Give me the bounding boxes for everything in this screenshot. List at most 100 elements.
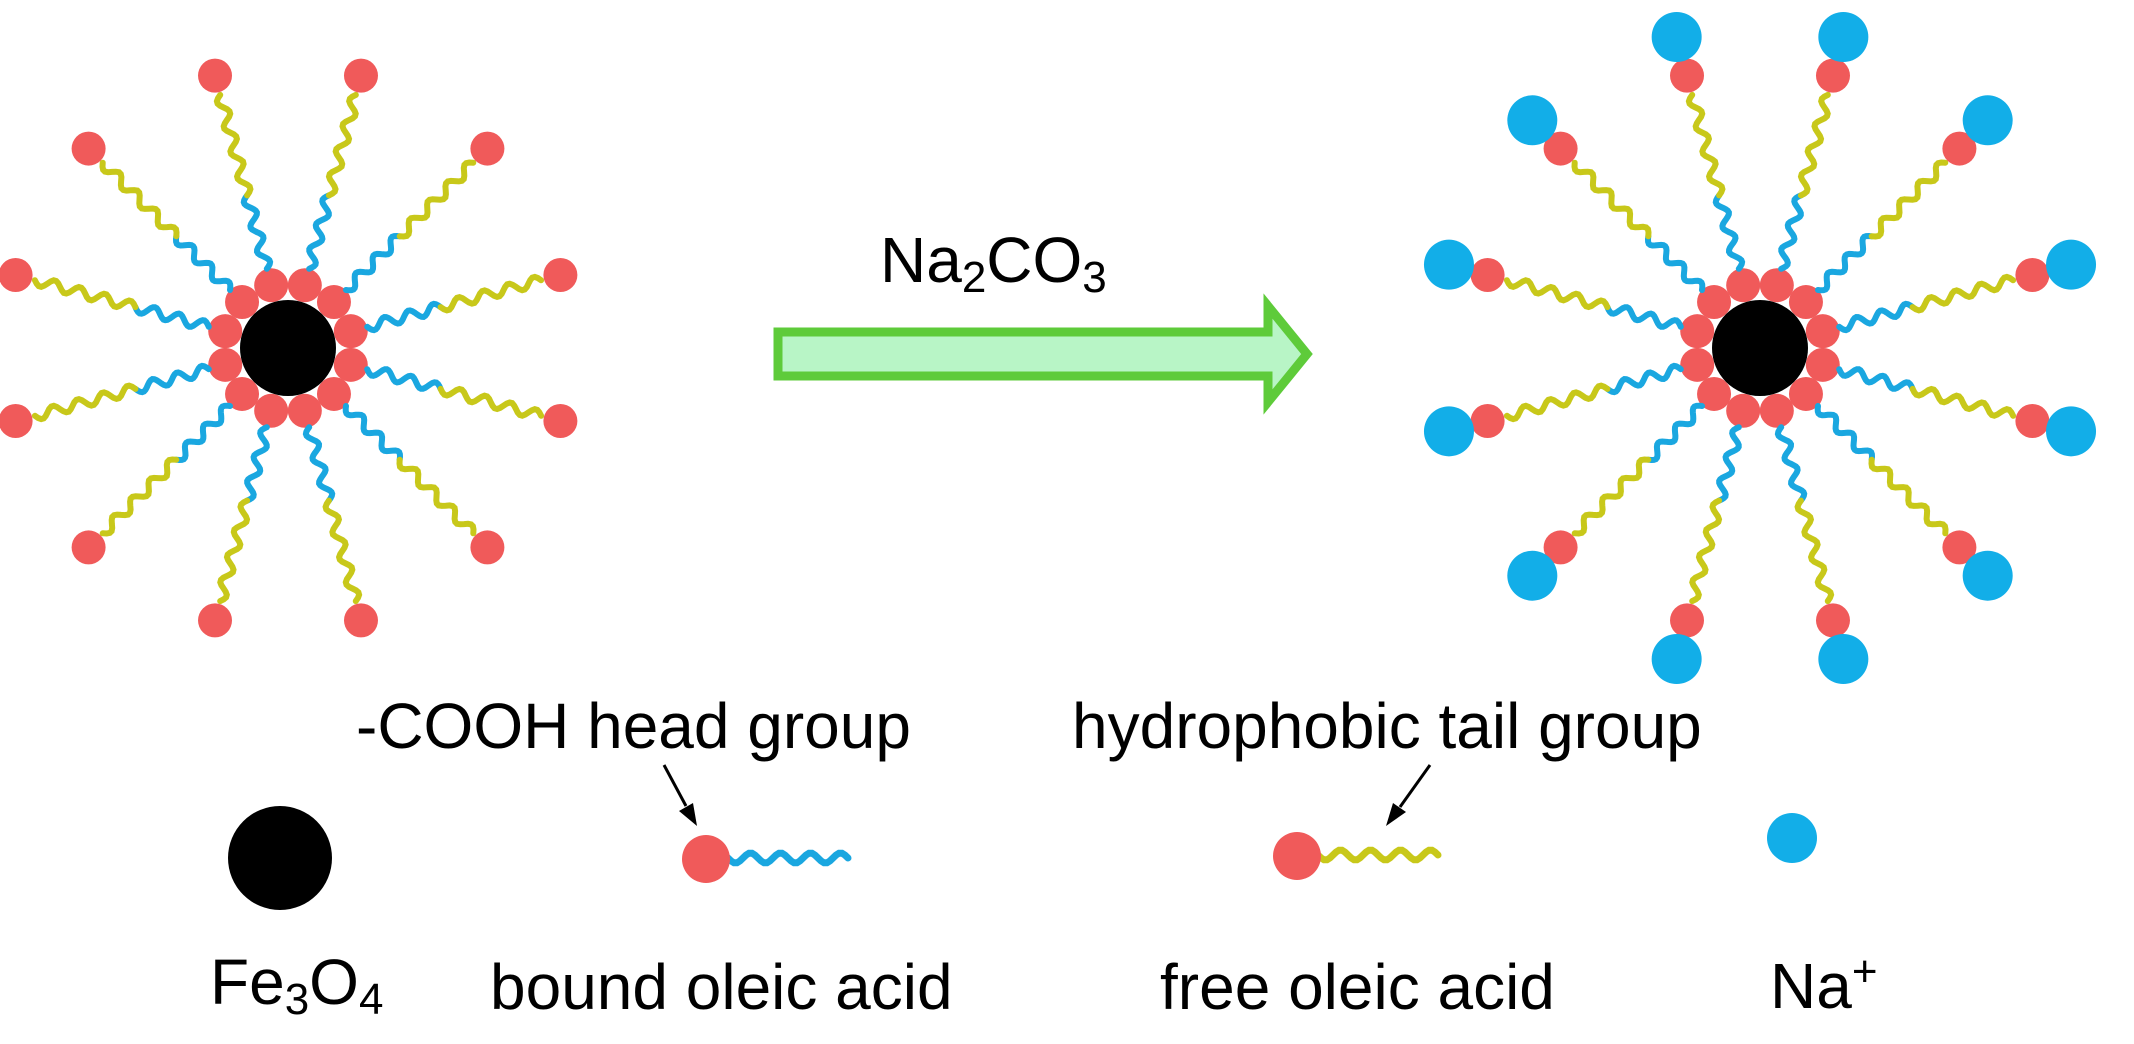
right-bound-tail-1 bbox=[1815, 232, 1875, 294]
left-free-head-8 bbox=[0, 403, 33, 438]
legend-bound-label: bound oleic acid bbox=[490, 951, 953, 1023]
left-free-head-9 bbox=[0, 258, 33, 293]
left-surface-head-3 bbox=[333, 347, 368, 382]
legend-na-label: Na+ bbox=[1770, 950, 1878, 1019]
left-bound-tail-3 bbox=[364, 366, 444, 392]
reaction-arrow bbox=[773, 293, 1313, 415]
left-free-tail-3 bbox=[437, 385, 545, 419]
fe3o4-nanoparticle-before bbox=[0, 58, 578, 638]
fe-sub-2: 4 bbox=[358, 975, 384, 1024]
right-bound-tail-4 bbox=[1814, 403, 1876, 463]
left-surface-head-10 bbox=[225, 285, 260, 320]
right-sodium-5 bbox=[1818, 634, 1869, 685]
left-free-tail-6 bbox=[217, 497, 251, 605]
left-bound-tail-6 bbox=[244, 424, 270, 504]
left-bound-tail-9 bbox=[132, 304, 212, 330]
right-bound-tail-10 bbox=[1644, 233, 1706, 293]
left-surface-head-0 bbox=[287, 268, 322, 303]
legend-sodium-icon bbox=[1767, 813, 1817, 863]
left-free-head-3 bbox=[543, 403, 578, 438]
right-bound-tail-11 bbox=[1712, 192, 1746, 272]
right-free-head-11 bbox=[1670, 58, 1705, 93]
right-surface-head-8 bbox=[1680, 347, 1715, 382]
right-free-head-1 bbox=[1942, 131, 1977, 166]
o-text: O bbox=[309, 946, 359, 1018]
left-bound-tail-11 bbox=[240, 192, 274, 272]
right-free-tail-10 bbox=[1571, 159, 1652, 240]
right-free-head-3 bbox=[2015, 403, 2050, 438]
left-core bbox=[240, 300, 336, 396]
right-free-head-6 bbox=[1670, 603, 1705, 638]
left-bound-tail-1 bbox=[343, 232, 403, 294]
right-sodium-0 bbox=[1818, 11, 1869, 62]
left-free-head-2 bbox=[543, 258, 578, 293]
legend-fe3o4-label: Fe3O4 bbox=[210, 950, 383, 1022]
left-free-head-4 bbox=[470, 530, 505, 565]
legend-free-tail-icon bbox=[1314, 846, 1442, 864]
right-sodium-10 bbox=[1507, 95, 1558, 146]
left-surface-head-2 bbox=[333, 314, 368, 349]
right-surface-head-2 bbox=[1805, 314, 1840, 349]
right-free-head-9 bbox=[1470, 258, 1505, 293]
left-free-head-7 bbox=[71, 530, 106, 565]
right-free-tail-5 bbox=[1794, 497, 1835, 605]
left-surface-head-8 bbox=[208, 347, 243, 382]
left-free-head-0 bbox=[343, 58, 378, 93]
right-surface-head-3 bbox=[1805, 347, 1840, 382]
tail-pointer-line bbox=[1398, 764, 1432, 808]
head-group-label: -COOH head group bbox=[356, 690, 911, 762]
right-surface-head-11 bbox=[1726, 268, 1761, 303]
left-surface-head-11 bbox=[254, 268, 289, 303]
right-surface-head-10 bbox=[1697, 285, 1732, 320]
left-bound-tail-4 bbox=[342, 403, 404, 463]
right-surface-head-1 bbox=[1788, 285, 1823, 320]
right-free-tail-9 bbox=[1503, 277, 1611, 311]
right-free-head-0 bbox=[1815, 58, 1850, 93]
right-free-head-2 bbox=[2015, 258, 2050, 293]
na-text: Na bbox=[1770, 950, 1852, 1022]
left-free-tail-5 bbox=[322, 497, 363, 605]
right-free-tail-6 bbox=[1689, 497, 1723, 605]
right-surface-head-9 bbox=[1680, 314, 1715, 349]
right-free-tail-8 bbox=[1503, 382, 1611, 423]
left-free-tail-8 bbox=[31, 382, 139, 423]
right-free-tail-4 bbox=[1868, 456, 1949, 537]
right-free-tail-7 bbox=[1571, 456, 1652, 537]
right-free-head-4 bbox=[1942, 530, 1977, 565]
right-sodium-2 bbox=[2046, 239, 2097, 290]
left-bound-tail-8 bbox=[132, 362, 212, 396]
right-free-head-5 bbox=[1815, 603, 1850, 638]
left-free-tail-10 bbox=[99, 159, 180, 240]
left-surface-head-1 bbox=[316, 285, 351, 320]
right-surface-head-0 bbox=[1759, 268, 1794, 303]
fe-text: Fe bbox=[210, 946, 285, 1018]
left-surface-head-5 bbox=[287, 393, 322, 428]
left-free-head-6 bbox=[198, 603, 233, 638]
legend-fe3o4-icon bbox=[228, 806, 332, 910]
reagent-sub-2: 3 bbox=[1082, 253, 1107, 302]
left-free-head-10 bbox=[71, 131, 106, 166]
right-free-head-7 bbox=[1543, 530, 1578, 565]
right-bound-tail-9 bbox=[1604, 304, 1684, 330]
left-free-tail-2 bbox=[437, 273, 545, 314]
left-free-tail-4 bbox=[396, 456, 477, 537]
left-free-tail-1 bbox=[396, 159, 477, 240]
right-sodium-3 bbox=[2046, 406, 2097, 457]
tail-pointer-arrowhead bbox=[1386, 803, 1406, 826]
legend-free-head-icon bbox=[1273, 832, 1321, 880]
right-sodium-11 bbox=[1651, 11, 1702, 62]
right-free-tail-3 bbox=[1909, 385, 2017, 419]
right-sodium-6 bbox=[1651, 634, 1702, 685]
legend-bound-head-icon bbox=[682, 835, 730, 883]
left-bound-tail-0 bbox=[306, 192, 332, 272]
right-surface-head-6 bbox=[1726, 393, 1761, 428]
left-free-tail-11 bbox=[213, 91, 254, 199]
left-bound-tail-10 bbox=[172, 233, 234, 293]
head-pointer-arrowhead bbox=[679, 803, 697, 826]
right-surface-head-4 bbox=[1788, 376, 1823, 411]
right-free-tail-1 bbox=[1868, 159, 1949, 240]
reagent-sub-1: 2 bbox=[961, 253, 987, 302]
head-pointer-line bbox=[662, 764, 688, 807]
right-bound-tail-8 bbox=[1604, 362, 1684, 396]
